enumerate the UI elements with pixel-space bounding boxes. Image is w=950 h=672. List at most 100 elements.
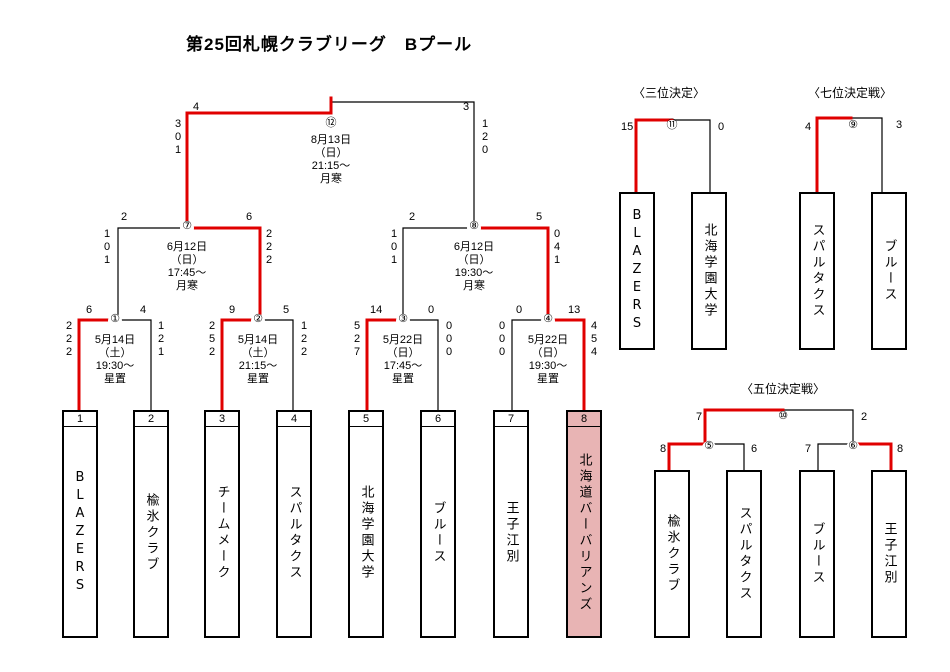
team-name: チームメーク	[214, 485, 230, 581]
team-name: ブルース	[881, 239, 897, 303]
team-name: ブルース	[809, 522, 825, 586]
team-number: 1	[64, 412, 96, 427]
team-box-4[interactable]: 4 スパルタクス	[276, 410, 312, 638]
match-12-id: ⑫	[324, 118, 338, 132]
third-place-team-right[interactable]: 北海学園大学	[691, 192, 727, 350]
match-9-left-score: 4	[805, 121, 812, 133]
match-2-id: ②	[251, 314, 265, 328]
match-1-id: ①	[108, 314, 122, 328]
match-6-left-score: 7	[805, 443, 812, 455]
team-name: 王子江別	[881, 522, 897, 586]
match-8-left-score: 2	[409, 211, 416, 223]
heading-seventh-place: 〈七位決定戦〉	[808, 86, 893, 100]
match-7-left-score: 2	[121, 211, 128, 223]
match-4-id: ④	[541, 314, 555, 328]
match-2-right-score: 5	[283, 304, 290, 316]
match-6-right-score: 8	[897, 443, 904, 455]
team-name: スパルタクス	[286, 485, 302, 581]
team-name: 北海学園大学	[701, 223, 717, 319]
team-name: 北海道バーバリアンズ	[576, 453, 592, 613]
team-number: 7	[495, 412, 527, 427]
match-7-right-score: 6	[246, 211, 253, 223]
team-box-6[interactable]: 6 ブルース	[420, 410, 456, 638]
team-box-5[interactable]: 5 北海学園大学	[348, 410, 384, 638]
team-number: 2	[135, 412, 167, 427]
match-5-right-score: 6	[751, 443, 758, 455]
match-1-right-score: 4	[140, 304, 147, 316]
match-3-id: ③	[396, 314, 410, 328]
match-8-right-score: 5	[536, 211, 543, 223]
fifth-place-team-3[interactable]: ブルース	[799, 470, 835, 638]
match-6-id: ⑥	[846, 441, 860, 455]
team-box-3[interactable]: 3 チームメーク	[204, 410, 240, 638]
team-name: ブルース	[430, 501, 446, 565]
heading-third-place: 〈三位決定〉	[633, 86, 706, 100]
match-7-info: 6月12日（日）17:45～月寒	[166, 241, 208, 292]
page-title: 第25回札幌クラブリーグ Bプール	[186, 35, 473, 54]
team-number: 8	[568, 412, 600, 427]
match-3-right-score: 0	[428, 304, 435, 316]
team-name: 楡氷クラブ	[143, 493, 159, 573]
match-8-id: ⑧	[467, 221, 481, 235]
third-place-team-left[interactable]: BLAZERS	[619, 192, 655, 350]
match-2-left-score: 9	[229, 304, 236, 316]
match-1-info: 5月14日（土）19:30～星置	[94, 334, 136, 385]
team-name: スパルタクス	[809, 223, 825, 319]
match-8-info: 6月12日（日）19:30～月寒	[453, 241, 495, 292]
match-4-left-score: 0	[516, 304, 523, 316]
team-number: 3	[206, 412, 238, 427]
team-name: 王子江別	[503, 501, 519, 565]
match-10-right-score: 2	[861, 411, 868, 423]
match-9-id: ⑨	[846, 120, 860, 134]
team-name: 北海学園大学	[358, 485, 374, 581]
match-2-info: 5月14日（土）21:15～星置	[237, 334, 279, 385]
team-box-8[interactable]: 8 北海道バーバリアンズ	[566, 410, 602, 638]
team-name: 楡氷クラブ	[664, 514, 680, 594]
match-10-id: ⑩	[776, 411, 790, 425]
seventh-place-team-left[interactable]: スパルタクス	[799, 192, 835, 350]
team-box-2[interactable]: 2 楡氷クラブ	[133, 410, 169, 638]
team-name: BLAZERS	[629, 208, 645, 334]
team-name: BLAZERS	[72, 470, 88, 596]
match-11-left-score: 15	[621, 121, 634, 133]
match-12-left-score: 4	[193, 101, 200, 113]
team-box-7[interactable]: 7 王子江別	[493, 410, 529, 638]
seventh-place-team-right[interactable]: ブルース	[871, 192, 907, 350]
match-4-right-score: 13	[568, 304, 581, 316]
match-5-id: ⑤	[702, 441, 716, 455]
fifth-place-team-4[interactable]: 王子江別	[871, 470, 907, 638]
match-11-right-score: 0	[718, 121, 725, 133]
heading-fifth-place: 〈五位決定戦〉	[741, 382, 826, 396]
match-10-left-score: 7	[696, 411, 703, 423]
match-12-right-score: 3	[463, 101, 470, 113]
team-number: 6	[422, 412, 454, 427]
fifth-place-team-2[interactable]: スパルタクス	[726, 470, 762, 638]
match-9-right-score: 3	[896, 119, 903, 131]
match-11-id: ⑪	[665, 120, 679, 134]
match-7-id: ⑦	[180, 221, 194, 235]
match-5-left-score: 8	[660, 443, 667, 455]
team-number: 4	[278, 412, 310, 427]
match-3-info: 5月22日（日）17:45～星置	[382, 334, 424, 385]
match-12-info: 8月13日（日）21:15～月寒	[310, 134, 352, 185]
match-3-left-score: 14	[370, 304, 383, 316]
team-box-1[interactable]: 1 BLAZERS	[62, 410, 98, 638]
fifth-place-team-1[interactable]: 楡氷クラブ	[654, 470, 690, 638]
match-4-info: 5月22日（日）19:30～星置	[527, 334, 569, 385]
team-name: スパルタクス	[736, 506, 752, 602]
